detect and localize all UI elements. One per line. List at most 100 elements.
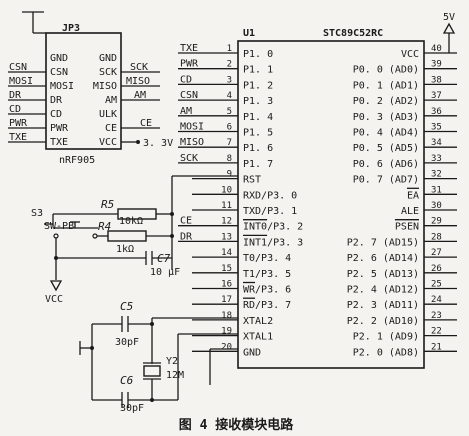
mcu-pin-name: P1. 6	[243, 143, 273, 154]
header-left-nets: CSN MOSI DR CD PWR TXE	[8, 62, 46, 143]
mcu-pin-number: 33	[431, 154, 442, 164]
mcu-pin-name: P2. 3 (AD11)	[347, 300, 419, 311]
mcu-pin-number: 29	[431, 217, 442, 227]
c7-value: 10 μF	[150, 267, 180, 278]
header-vcc-label: 3. 3V	[143, 138, 173, 149]
header-ref: JP3	[62, 23, 80, 34]
mcu-net-label: AM	[180, 106, 192, 117]
mcu-pin-name: P0. 1 (AD1)	[353, 80, 419, 91]
mcu-pin-number: 11	[221, 201, 232, 211]
mcu-pin-number: 16	[221, 280, 232, 290]
mcu-pin-name: ALE	[401, 206, 419, 217]
c6-ref: C6	[120, 374, 134, 387]
header-right-pin-gnd: GND	[99, 53, 117, 64]
mcu-pin-name: EA	[407, 190, 419, 201]
mcu-pin-name: P2. 5 (AD13)	[347, 269, 419, 280]
mcu-pin-number: 20	[221, 342, 232, 352]
mcu-pin-name: RD/P3. 7	[243, 300, 291, 311]
mcu-pin-name: P0. 3 (AD3)	[353, 112, 419, 123]
header-ground-symbol	[22, 11, 44, 33]
mcu-pin-number: 23	[431, 311, 442, 321]
mcu-pin-number: 25	[431, 280, 442, 290]
mcu-pin-number: 6	[227, 123, 232, 133]
c5-value: 30pF	[115, 337, 139, 348]
header-left-pin-txe: TXE	[50, 137, 68, 148]
mcu-pin-number: 4	[227, 91, 232, 101]
mcu-net-label: PWR	[180, 59, 199, 70]
mcu-pin-name: INT0/P3. 2	[243, 222, 303, 233]
mcu-pin-number: 39	[431, 60, 442, 70]
header-right-pin-ulk: ULK	[99, 109, 117, 120]
r5-ref: R5	[101, 198, 114, 211]
mcu-pin-number: 8	[227, 154, 232, 164]
mcu-pin-number: 9	[227, 170, 232, 180]
net-label-txe: TXE	[9, 132, 27, 143]
mcu-pin-number: 21	[431, 342, 442, 352]
mcu-pin-name: P0. 6 (AD6)	[353, 159, 419, 170]
mcu-pin-number: 5	[227, 107, 232, 117]
y2-crystal	[143, 365, 161, 377]
net-label-csn: CSN	[9, 62, 27, 73]
mcu-pin-number: 13	[221, 232, 232, 242]
mcu-ref: U1	[243, 28, 255, 39]
mcu-net-label: MOSI	[180, 122, 204, 133]
mcu-pin-name: P2. 0 (AD8)	[353, 347, 419, 358]
header-right-nets: SCK MISO AM CE 3. 3V	[121, 62, 173, 149]
mcu-pin-number: 19	[221, 327, 232, 337]
mcu-pin-name: P1. 0	[243, 49, 273, 60]
mcu-pin-name: TXD/P3. 1	[243, 206, 297, 217]
mcu-net-label: CD	[180, 74, 192, 85]
mcu-pin-name: P2. 7 (AD15)	[347, 237, 419, 248]
net-label-mosi: MOSI	[9, 76, 33, 87]
reset-circuit: R5 10kΩ S3 SW-PB R4 1kΩ C7 10 μF	[31, 175, 238, 305]
mcu-pin-number: 36	[431, 107, 442, 117]
header-right-pin-miso: MISO	[93, 81, 117, 92]
mcu-pin-number: 28	[431, 232, 442, 242]
mcu-pin-number: 38	[431, 75, 442, 85]
s3-push-button	[44, 221, 108, 258]
net-label-ce: CE	[140, 118, 152, 129]
r4-resistor	[107, 230, 147, 242]
mcu-pin-name: P0. 7 (AD7)	[353, 175, 419, 186]
mcu-pin-name: P2. 6 (AD14)	[347, 253, 419, 264]
header-left-pin-csn: CSN	[50, 67, 68, 78]
mcu-pin-name: P1. 1	[243, 65, 273, 76]
mcu-net-label: MISO	[180, 137, 204, 148]
mcu-pin-number: 35	[431, 123, 442, 133]
mcu-5v-label: 5V	[443, 12, 455, 23]
mcu-5v-supply: 5V	[442, 12, 456, 53]
s3-type: SW-PB	[44, 221, 74, 232]
mcu-pin-name: P2. 1 (AD9)	[353, 332, 419, 343]
y2-ref: Y2	[166, 356, 178, 367]
header-left-pin-mosi: MOSI	[50, 81, 74, 92]
mcu-pin-name: WR/P3. 6	[243, 285, 291, 296]
